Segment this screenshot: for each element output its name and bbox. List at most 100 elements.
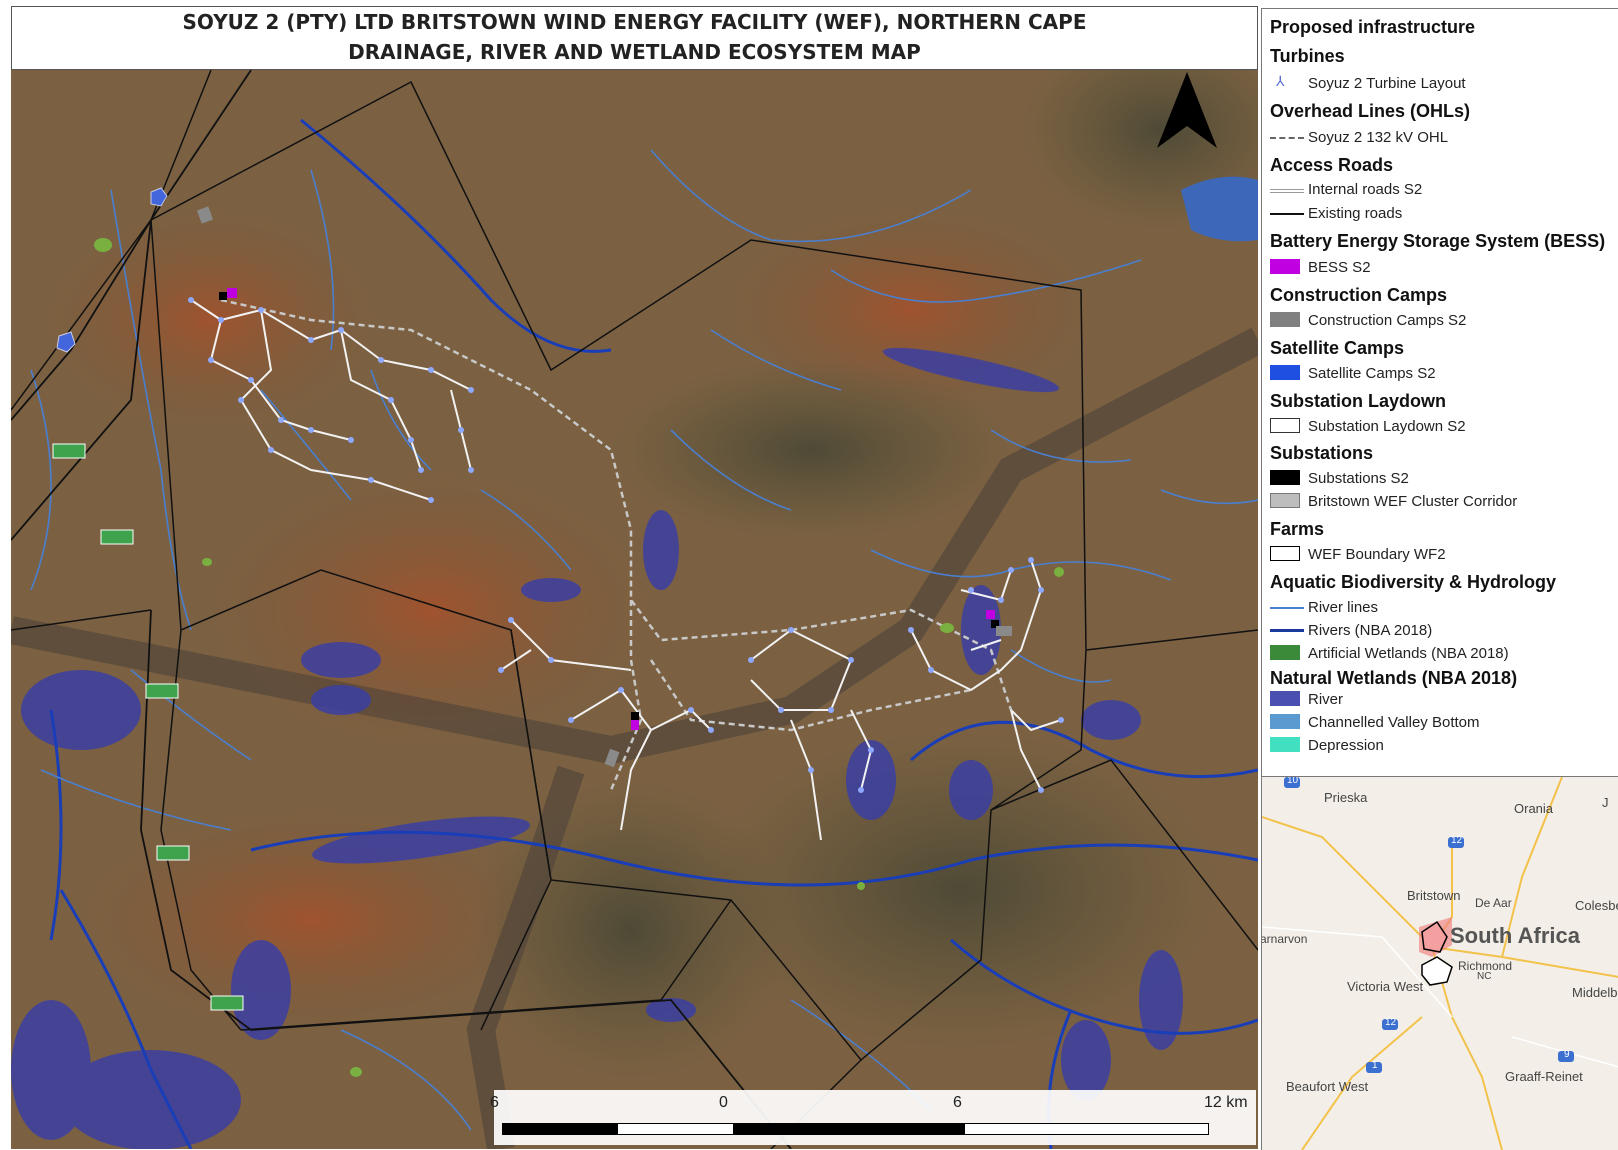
legend-item: Artificial Wetlands (NBA 2018) [1308, 645, 1509, 662]
satellite-camp-symbol [1270, 365, 1300, 380]
legend-group-title: Natural Wetlands (NBA 2018) [1270, 668, 1518, 688]
inset-shield-label: 10 [1287, 776, 1299, 786]
satellite-camp [56, 331, 76, 353]
turbine-markers [188, 297, 1064, 793]
scale-tick: 0 [719, 1094, 728, 1111]
inset-shield-label: 9 [1564, 1049, 1570, 1060]
legend-item: Soyuz 2 Turbine Layout [1308, 75, 1466, 92]
legend-group-title: Aquatic Biodiversity & Hydrology [1270, 572, 1557, 592]
scale-bar: 6 0 6 12 km [490, 1090, 1256, 1145]
legend-item: Soyuz 2 132 kV OHL [1308, 129, 1449, 146]
turbine-icon: ⅄ [1276, 73, 1285, 89]
legend-item: Substation Laydown S2 [1308, 418, 1466, 435]
map-canvas[interactable] [11, 70, 1258, 1149]
inset-place: Victoria West [1347, 979, 1424, 994]
wef-boundary-symbol [1270, 546, 1300, 561]
legend-group-title: Turbines [1270, 46, 1345, 66]
legend-item: River [1308, 691, 1344, 708]
legend-item: Britstown WEF Cluster Corridor [1308, 493, 1518, 510]
ohl-line [220, 298, 1013, 791]
artificial-wetlands [94, 238, 1064, 1077]
wetland-areas [11, 347, 1183, 1149]
substation-laydown-symbol [1270, 418, 1300, 433]
inset-shield-label: 1 [1372, 1060, 1378, 1071]
terrain-red-patch [31, 200, 391, 440]
legend-group-title: Battery Energy Storage System (BESS) [1270, 231, 1606, 251]
map-title: SOYUZ 2 (PTY) LTD BRITSTOWN WIND ENERGY … [11, 6, 1258, 70]
inset-place: Prieska [1324, 790, 1368, 805]
legend-item: WEF Boundary WF2 [1308, 546, 1446, 563]
legend-group-title: Construction Camps [1270, 285, 1448, 305]
lake [1181, 176, 1258, 242]
bess-symbol [1270, 259, 1300, 274]
main-map[interactable] [11, 70, 1258, 1149]
inset-shield-label: 12 [1385, 1017, 1397, 1028]
inset-shields [1284, 777, 1574, 1073]
inset-country-label: South Africa [1450, 923, 1580, 948]
substation [631, 712, 639, 720]
scale-tick: 6 [490, 1094, 499, 1111]
construction-camp-symbol [1270, 312, 1300, 327]
scale-bar-bar [502, 1123, 1209, 1135]
inset-place: arnarvon [1261, 932, 1308, 946]
construction-camp [996, 626, 1012, 636]
inset-shield-label: 12 [1451, 835, 1463, 846]
satellite-camp [150, 187, 168, 207]
inset-place: Graaff-Reinet [1505, 1069, 1583, 1084]
inset-project-area [1421, 920, 1448, 953]
bess [986, 610, 995, 619]
inset-place: Middelburg [1572, 985, 1618, 1000]
inset-map[interactable]: 10 12 12 1 9 Prieska Orania Britstown De… [1261, 776, 1618, 1150]
substation [219, 292, 227, 300]
scale-tick: 6 [953, 1094, 962, 1111]
inset-place: NC [1477, 971, 1492, 982]
inset-place: Beaufort West [1286, 1079, 1369, 1094]
map-legend: Proposed infrastructure Turbines ⅄ Soyuz… [1261, 8, 1618, 776]
substation-symbol [1270, 470, 1300, 485]
construction-camp [604, 748, 620, 768]
cluster-corridor [466, 765, 585, 1149]
depression-symbol [1270, 737, 1300, 752]
legend-item: Internal roads S2 [1308, 181, 1423, 198]
legend-item: Depression [1308, 737, 1384, 754]
artificial-wetland-symbol [1270, 645, 1300, 660]
legend-item: Rivers (NBA 2018) [1308, 622, 1433, 639]
terrain-dark-patch [701, 730, 1221, 1050]
river-wetland-symbol [1270, 691, 1300, 706]
legend-heading: Proposed infrastructure [1270, 17, 1476, 37]
terrain-dark-patch [611, 360, 1011, 540]
bess [227, 288, 237, 298]
inset-place: Britstown [1407, 888, 1461, 903]
corridor-symbol [1270, 493, 1300, 508]
legend-group-title: Farms [1270, 519, 1325, 539]
legend-group-title: Substation Laydown [1270, 391, 1447, 411]
inset-place: Richmond [1458, 959, 1513, 973]
road-shields [52, 443, 244, 1011]
internal-road-symbol [1270, 189, 1304, 193]
inset-place: Colesberg [1575, 898, 1618, 913]
nba-river-symbol [1270, 629, 1304, 632]
legend-item: River lines [1308, 599, 1379, 616]
legend-item: Existing roads [1308, 205, 1403, 222]
legend-group-title: Overhead Lines (OHLs) [1270, 101, 1471, 121]
bess [631, 720, 639, 730]
legend-item: Satellite Camps S2 [1308, 365, 1436, 382]
construction-camp [196, 206, 214, 224]
legend-group-title: Satellite Camps [1270, 338, 1405, 358]
existing-road-symbol [1270, 213, 1304, 215]
legend-group-title: Substations [1270, 443, 1374, 463]
scale-tick: 12 km [1204, 1094, 1248, 1111]
inset-place: De Aar [1475, 896, 1512, 910]
inset-project-area [1421, 956, 1453, 986]
legend-item: BESS S2 [1308, 259, 1371, 276]
river-line-symbol [1270, 607, 1304, 609]
title-line-1: SOYUZ 2 (PTY) LTD BRITSTOWN WIND ENERGY … [182, 10, 1087, 34]
title-line-2: DRAINAGE, RIVER AND WETLAND ECOSYSTEM MA… [348, 40, 921, 64]
legend-item: Substations S2 [1308, 470, 1409, 487]
inset-place: J [1602, 795, 1609, 810]
north-arrow-icon [1157, 72, 1217, 148]
substation [991, 620, 999, 628]
ohl-symbol [1270, 137, 1304, 139]
inset-place: Orania [1514, 801, 1554, 816]
legend-item: Channelled Valley Bottom [1308, 714, 1480, 731]
